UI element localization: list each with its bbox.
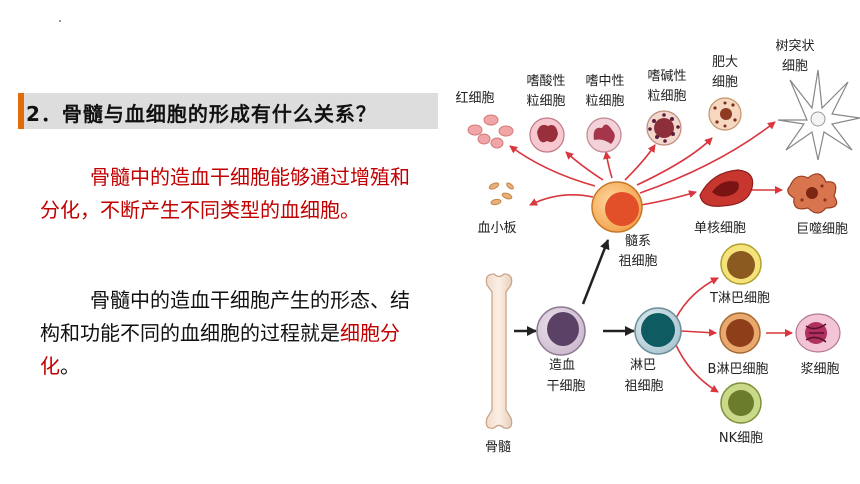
label-basophil-1: 嗜碱性 bbox=[647, 69, 686, 84]
label-neutrophil-1: 嗜中性 bbox=[585, 74, 624, 89]
question-title: 2．骨髓与血细胞的形成有什么关系？ bbox=[26, 102, 377, 126]
basophil-cell bbox=[646, 110, 682, 146]
label-eosinophil-1: 嗜酸性 bbox=[526, 74, 565, 89]
label-hsc-2: 干细胞 bbox=[546, 379, 585, 394]
answer-text-2-end: 。 bbox=[60, 354, 80, 378]
corner-dot bbox=[59, 20, 61, 22]
eosinophil-cell bbox=[529, 117, 565, 153]
label-mast-2: 细胞 bbox=[712, 75, 738, 90]
macrophage-cell bbox=[787, 173, 838, 214]
label-monocyte: 单核细胞 bbox=[694, 221, 746, 236]
label-t-cell: T淋巴细胞 bbox=[709, 291, 770, 306]
label-basophil-2: 粒细胞 bbox=[647, 89, 686, 104]
label-lymphoid-1: 淋巴 bbox=[630, 358, 656, 373]
myeloid-progenitor-cell bbox=[591, 181, 643, 233]
label-hsc-1: 造血 bbox=[549, 358, 575, 373]
label-myeloid-2: 祖细胞 bbox=[618, 254, 657, 269]
monocyte-cell bbox=[699, 169, 754, 207]
label-dendritic-2: 细胞 bbox=[782, 59, 808, 74]
label-myeloid-1: 髓系 bbox=[625, 234, 651, 249]
key-term-cell-differentiation: 细胞分化 bbox=[40, 321, 400, 378]
answer-text-1: 骨髓中的造血干细胞能够通过增殖和分化，不断产生不同类型的血细胞。 bbox=[40, 165, 410, 222]
mast-cell bbox=[708, 97, 742, 131]
label-plasma: 浆细胞 bbox=[800, 362, 839, 377]
red-blood-cells bbox=[467, 114, 514, 149]
answer-paragraph-1: 骨髓中的造血干细胞能够通过增殖和分化，不断产生不同类型的血细胞。 bbox=[40, 161, 425, 227]
label-red-blood-cell: 红细胞 bbox=[455, 90, 494, 106]
label-b-cell: B淋巴细胞 bbox=[708, 362, 769, 377]
label-macrophage: 巨噬细胞 bbox=[796, 222, 848, 237]
b-lymphocyte-cell bbox=[719, 312, 761, 354]
bone-marrow-shape bbox=[485, 273, 513, 429]
answer-paragraph-2: 骨髓中的造血干细胞产生的形态、结构和功能不同的血细胞的过程就是细胞分化。 bbox=[40, 284, 425, 383]
label-dendritic-1: 树突状 bbox=[775, 38, 814, 54]
label-platelet: 血小板 bbox=[477, 221, 516, 236]
diagram-labels: 红细胞 嗜酸性 粒细胞 嗜中性 粒细胞 嗜碱性 粒细胞 肥大 细胞 树突状 细胞… bbox=[455, 38, 848, 455]
label-lymphoid-2: 祖细胞 bbox=[624, 379, 663, 394]
label-nk-cell: NK细胞 bbox=[719, 431, 763, 446]
lymphoid-arrows bbox=[675, 277, 793, 393]
plasma-cell bbox=[795, 313, 841, 353]
lymphoid-progenitor-cell bbox=[634, 307, 682, 355]
label-eosinophil-2: 粒细胞 bbox=[526, 94, 565, 109]
question-banner bbox=[18, 93, 438, 129]
platelets bbox=[488, 182, 514, 206]
answer-text-2: 骨髓中的造血干细胞产生的形态、结构和功能不同的血细胞的过程就是 bbox=[40, 288, 410, 345]
black-arrows bbox=[514, 239, 635, 336]
nk-cell bbox=[720, 382, 762, 424]
neutrophil-cell bbox=[586, 117, 622, 153]
label-neutrophil-2: 粒细胞 bbox=[585, 94, 624, 109]
hsc-cell bbox=[536, 306, 586, 356]
label-marrow: 骨髓 bbox=[485, 440, 511, 455]
myeloid-arrows bbox=[509, 121, 783, 206]
t-lymphocyte-cell bbox=[720, 243, 762, 285]
label-mast-1: 肥大 bbox=[712, 55, 738, 70]
dendritic-cell bbox=[777, 69, 860, 161]
